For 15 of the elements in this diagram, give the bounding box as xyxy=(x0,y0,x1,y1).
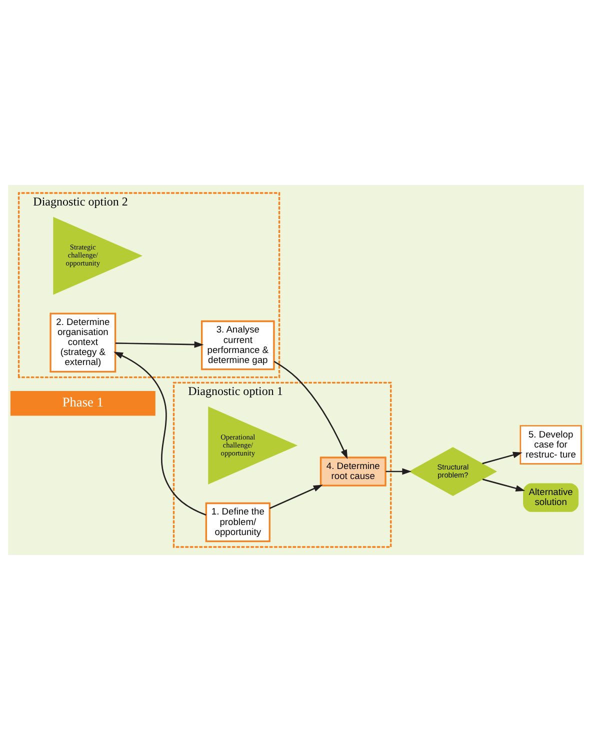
node-box: 5. Develop case for restruc- ture xyxy=(520,425,582,464)
node-diamond: Structural problem? xyxy=(408,447,498,496)
arrow xyxy=(386,468,412,475)
arrow xyxy=(115,341,204,348)
arrow xyxy=(269,484,323,510)
arrow xyxy=(114,352,206,516)
node-box: 1. Define the problem/ opportunity xyxy=(205,502,270,542)
arrow xyxy=(482,452,522,464)
node-box: Alternative solution xyxy=(523,483,579,512)
node-box: Phase 1 xyxy=(10,391,156,416)
arrow xyxy=(482,478,526,492)
node-box: 3. Analyse current performance & determine gap xyxy=(201,320,275,370)
arrow xyxy=(274,360,348,460)
node-box: 2. Determine organisation context (strategy & external) xyxy=(50,312,116,372)
node-box: 4. Determine root cause xyxy=(320,456,386,486)
